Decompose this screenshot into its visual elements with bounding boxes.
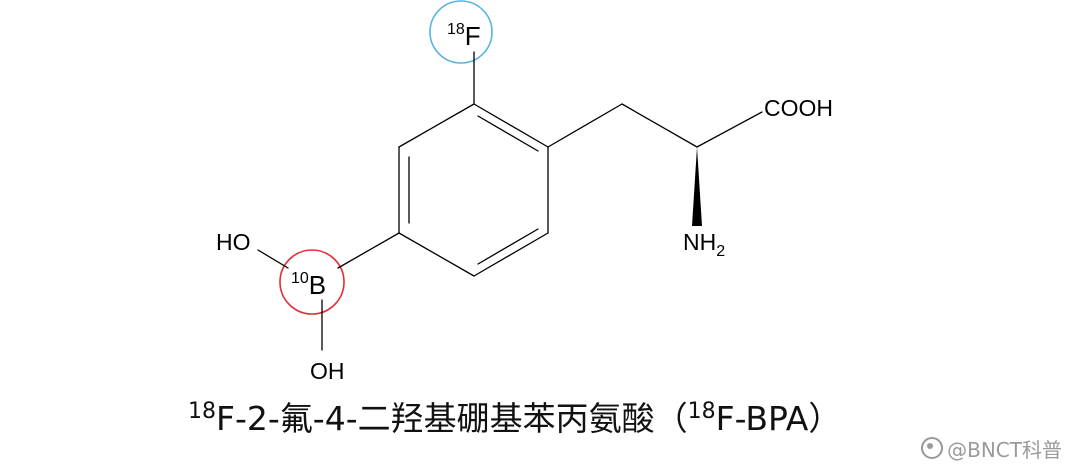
hydroxyl-bottom-label: OH: [310, 358, 345, 384]
carboxyl-bond: [696, 111, 763, 148]
watermark-text: @BNCT科普: [947, 438, 1062, 462]
side-chain-bond-1: [547, 103, 623, 148]
caption-isotope: 18: [188, 399, 216, 424]
fluorine-highlight-circle: [429, 0, 493, 64]
ring-inner-bond-2: [477, 228, 539, 265]
fluorine-label: 18F: [447, 21, 481, 51]
caption-name: F-2-氟-4-二羟基硼基苯丙氨酸: [216, 399, 655, 438]
compound-caption: 18F-2-氟-4-二羟基硼基苯丙氨酸（18F-BPA）: [0, 392, 1080, 440]
bonds: [257, 51, 763, 351]
boron-highlight-circle: [279, 249, 345, 315]
caption-abbr-isotope: 18: [687, 399, 716, 424]
watermark: @BNCT科普: [921, 434, 1062, 463]
molecule-structure: 18F 10B HO OH COOH NH2: [216, 0, 833, 384]
carboxyl-label: COOH: [764, 95, 833, 121]
ring-boron-bond: [337, 232, 400, 269]
amine-label: NH2: [683, 229, 725, 260]
caption-abbr-open: （: [654, 399, 688, 438]
amine-wedge-bond: [692, 147, 702, 226]
ring-bond-6: [398, 103, 475, 148]
ring-inner-bond-1: [477, 115, 539, 152]
ring-bond-4: [398, 232, 475, 277]
ring-bond-1: [473, 103, 549, 148]
hydroxyl-top-label: HO: [216, 229, 251, 255]
caption-abbr-text: F-BPA）: [715, 399, 842, 438]
boron-label: 10B: [291, 270, 326, 300]
boron-oh-top-bond: [257, 249, 289, 269]
ring-bond-3: [473, 232, 549, 277]
side-chain-bond-2: [621, 103, 698, 148]
watermark-logo-icon: [921, 437, 944, 459]
